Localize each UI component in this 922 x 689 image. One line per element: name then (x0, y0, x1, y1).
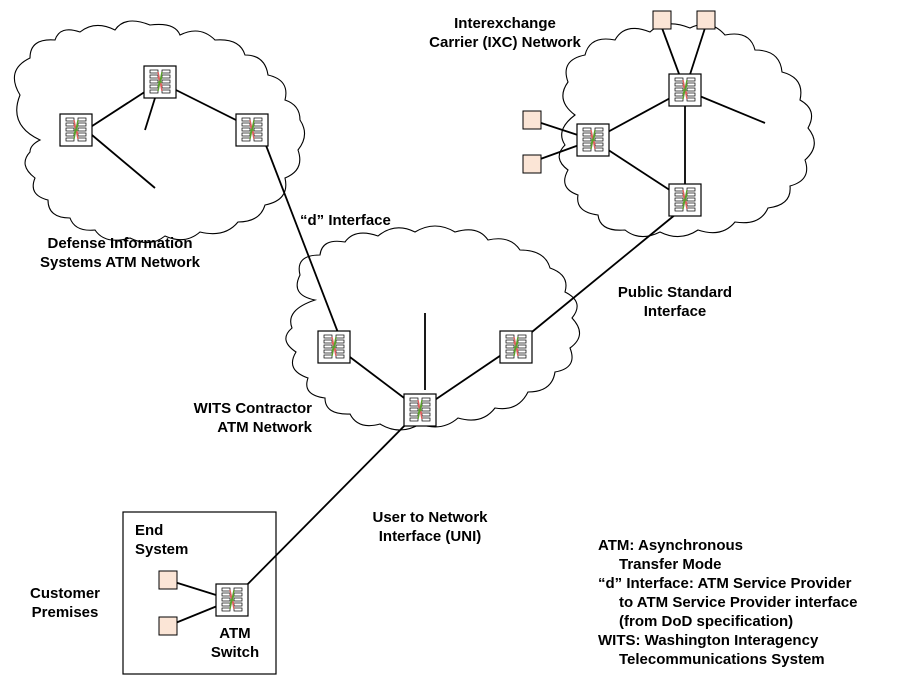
atm-switch-icon (59, 113, 93, 147)
customer-premises-label: Customer Premises (20, 584, 110, 622)
customer-premises-label-line2: Premises (31, 604, 99, 621)
end-system-icon (652, 10, 672, 30)
legend: ATM: Asynchronous Transfer Mode “d” Inte… (598, 536, 857, 669)
atm-switch-icon (317, 330, 351, 364)
ixc-network-label-line2: Carrier (IXC) Network (429, 34, 581, 51)
atm-switch-label-line2: Switch (210, 644, 260, 661)
ixc-network-label-line1: Interexchange (454, 15, 556, 32)
public-interface-label-line1: Public Standard (617, 284, 733, 301)
legend-wits-cont: Telecommunications System (619, 651, 825, 668)
end-system-icon (522, 110, 542, 130)
atm-switch-icon (668, 73, 702, 107)
ixc-network-label: Interexchange Carrier (IXC) Network (415, 14, 595, 52)
atm-switch-icon (668, 183, 702, 217)
uni-label-line1: User to Network (372, 509, 488, 526)
atm-switch-icon (403, 393, 437, 427)
atm-switch-label-line1: ATM (219, 625, 251, 642)
cloud-icon (13, 20, 815, 431)
legend-wits-term: WITS: Washington Interagency (598, 632, 819, 649)
public-interface-label-line2: Interface (643, 303, 707, 320)
legend-atm-cont: Transfer Mode (619, 556, 722, 573)
end-system-icon (696, 10, 716, 30)
legend-d-cont2: (from DoD specification) (619, 613, 794, 630)
end-system-label-line2: System (135, 541, 189, 558)
legend-d-term: “d” Interface: ATM Service Provider (598, 575, 852, 592)
d-interface-label: “d” Interface (300, 212, 391, 229)
customer-premises-label-line1: Customer (29, 585, 100, 602)
legend-atm-term: ATM: Asynchronous (598, 537, 743, 554)
uni-label: User to Network Interface (UNI) (355, 508, 505, 546)
atm-switch-icon (235, 113, 269, 147)
atm-switch-icon (215, 583, 249, 617)
wits-network-label: WITS Contractor ATM Network (140, 399, 312, 437)
wits-network-label-line2: ATM Network (217, 419, 312, 436)
defense-network-label-line2: Systems ATM Network (39, 254, 201, 271)
defense-network-label: Defense Information Systems ATM Network (20, 234, 220, 272)
atm-switch-icon (499, 330, 533, 364)
legend-d-cont1: to ATM Service Provider interface (619, 594, 858, 611)
atm-switch-label: ATM Switch (200, 624, 270, 662)
end-system-icon (158, 570, 178, 590)
atm-switch-icon (576, 123, 610, 157)
customer-premises-box (122, 511, 277, 675)
wits-network-label-line1: WITS Contractor (193, 400, 312, 417)
defense-network-label-line1: Defense Information (47, 235, 193, 252)
end-system-icon (158, 616, 178, 636)
end-system-icon (522, 154, 542, 174)
end-system-label: End System (135, 521, 188, 559)
end-system-label-line1: End (135, 522, 164, 539)
public-interface-label: Public Standard Interface (605, 283, 745, 321)
uni-label-line2: Interface (UNI) (378, 528, 482, 545)
atm-switch-icon (143, 65, 177, 99)
